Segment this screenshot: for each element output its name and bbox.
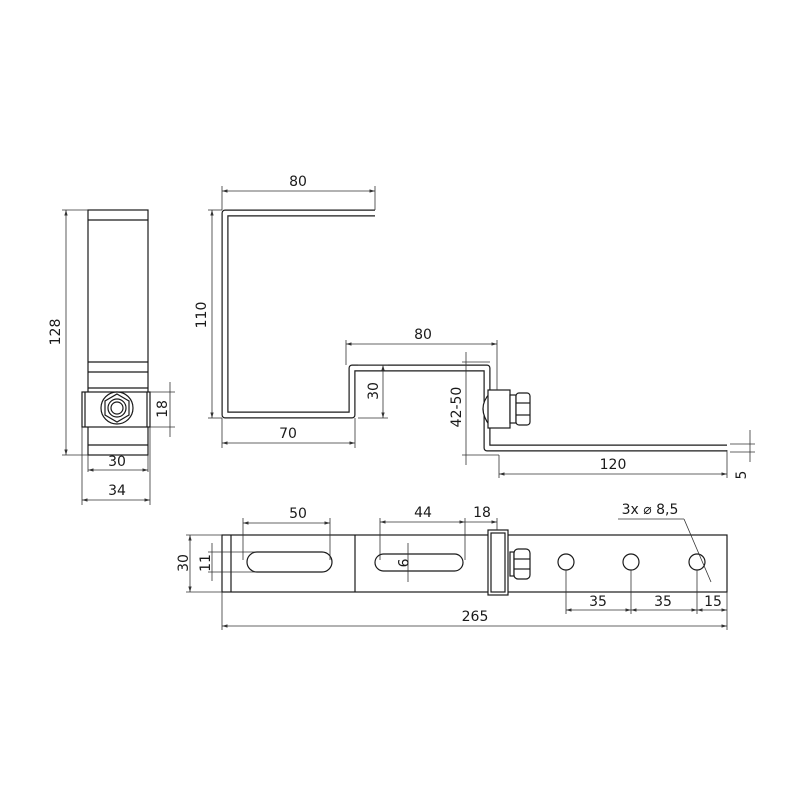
dim-height: 128 — [48, 319, 64, 346]
side-view: 80 110 70 30 80 42-50 120 5 — [194, 174, 755, 479]
dim-step-height: 30 — [366, 382, 382, 400]
dim-top-width: 80 — [289, 174, 307, 190]
dim-hole-spacing-2: 35 — [654, 594, 672, 610]
dim-slot2-width: 9 — [394, 559, 410, 568]
hole-callout: 3x ⌀ 8,5 — [622, 502, 679, 518]
dim-inner-width: 30 — [108, 454, 126, 470]
dim-middle-width: 80 — [414, 327, 432, 343]
hole-2 — [622, 553, 640, 571]
dim-lower-width: 70 — [279, 426, 297, 442]
dim-adjust-range: 42-50 — [449, 387, 465, 428]
dim-slot2-length: 44 — [414, 505, 432, 521]
slot-2 — [374, 553, 464, 572]
hole-1 — [557, 553, 575, 571]
dim-total-length: 265 — [462, 609, 489, 625]
dim-clamp-height: 18 — [155, 400, 171, 418]
front-view: 128 18 30 34 — [48, 209, 175, 505]
bolt-icon — [482, 389, 531, 429]
dim-height: 110 — [194, 302, 210, 329]
nut-icon — [509, 548, 531, 580]
dim-foot-length: 120 — [600, 457, 627, 473]
nut-icon — [100, 391, 134, 425]
dim-slot1-length: 50 — [289, 506, 307, 522]
dim-width: 30 — [176, 554, 192, 572]
dim-thickness: 5 — [734, 471, 750, 480]
slot-1 — [246, 551, 333, 573]
dim-outer-width: 34 — [108, 483, 126, 499]
dim-end-distance: 15 — [704, 594, 722, 610]
dim-slot1-width: 11 — [198, 554, 214, 572]
dim-hole-spacing-1: 35 — [589, 594, 607, 610]
plan-view: 50 44 18 30 11 9 35 35 15 265 3x ⌀ 8,5 — [176, 502, 728, 630]
dim-offset: 18 — [473, 505, 491, 521]
